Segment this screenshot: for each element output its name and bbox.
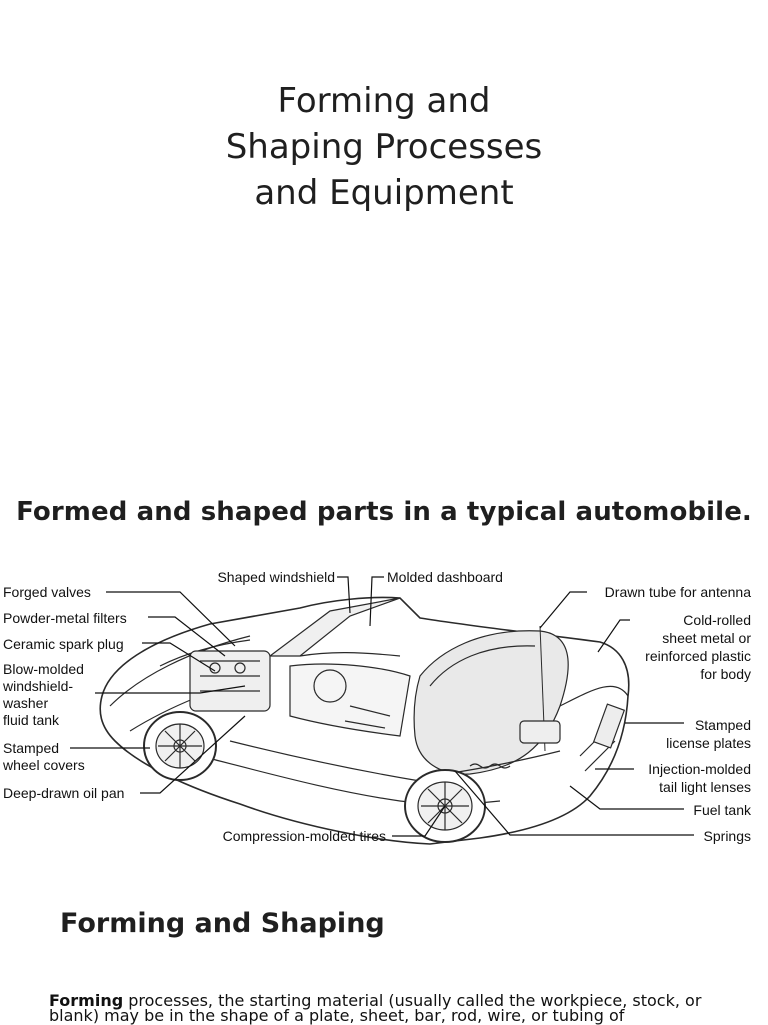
slide-title: Forming and Shaping Processes and Equipm… — [0, 78, 768, 216]
callout-forged-valves: Forged valves — [3, 584, 91, 600]
callout-blow-molded-line-1: Blow-molded — [3, 661, 84, 677]
callout-shaped-windshield: Shaped windshield — [217, 569, 335, 585]
callout-blow-molded-line-3: washer — [2, 695, 48, 711]
callout-deep-drawn-oil-pan: Deep-drawn oil pan — [3, 785, 124, 801]
callout-body-line-1: Cold-rolled — [683, 612, 751, 628]
callout-blow-molded-line-2: windshield- — [2, 678, 73, 694]
callout-body-line-3: reinforced plastic — [645, 648, 751, 664]
body-rest-text: processes, the starting material (usuall… — [49, 991, 702, 1025]
automobile-figure: Forged valves Powder-metal filters Ceram… — [0, 556, 768, 856]
title-line-3: and Equipment — [254, 173, 514, 213]
callout-ceramic-spark-plug: Ceramic spark plug — [3, 636, 124, 652]
callout-tail-light-lenses-line-2: tail light lenses — [659, 779, 751, 795]
section-heading: Forming and Shaping — [60, 908, 385, 939]
callout-license-plates-line-2: license plates — [666, 735, 751, 751]
callout-tail-light-lenses-line-1: Injection-molded — [648, 761, 751, 777]
title-line-2: Shaping Processes — [225, 127, 543, 167]
callout-stamped-wheel-covers-line-2: wheel covers — [2, 757, 85, 773]
callout-compression-molded-tires: Compression-molded tires — [223, 828, 386, 844]
automobile-illustration: Forged valves Powder-metal filters Ceram… — [2, 569, 752, 845]
callout-license-plates-line-1: Stamped — [695, 717, 751, 733]
callout-drawn-tube-antenna: Drawn tube for antenna — [605, 584, 752, 600]
callout-molded-dashboard: Molded dashboard — [387, 569, 503, 585]
body-bold-term: Forming — [49, 991, 124, 1010]
callout-body-line-2: sheet metal or — [662, 630, 751, 646]
car-drawing — [99, 596, 630, 845]
callout-powder-metal-filters: Powder-metal filters — [3, 610, 127, 626]
figure-caption: Formed and shaped parts in a typical aut… — [16, 497, 752, 527]
title-line-1: Forming and — [277, 81, 491, 121]
body-paragraph: Forming processes, the starting material… — [49, 991, 729, 1025]
callout-stamped-wheel-covers-line-1: Stamped — [3, 740, 59, 756]
callout-fuel-tank: Fuel tank — [693, 802, 752, 818]
callout-body-line-4: for body — [700, 666, 751, 682]
callout-blow-molded-line-4: fluid tank — [3, 712, 60, 728]
callout-springs: Springs — [704, 828, 751, 844]
callout-leader-lines — [70, 576, 694, 837]
